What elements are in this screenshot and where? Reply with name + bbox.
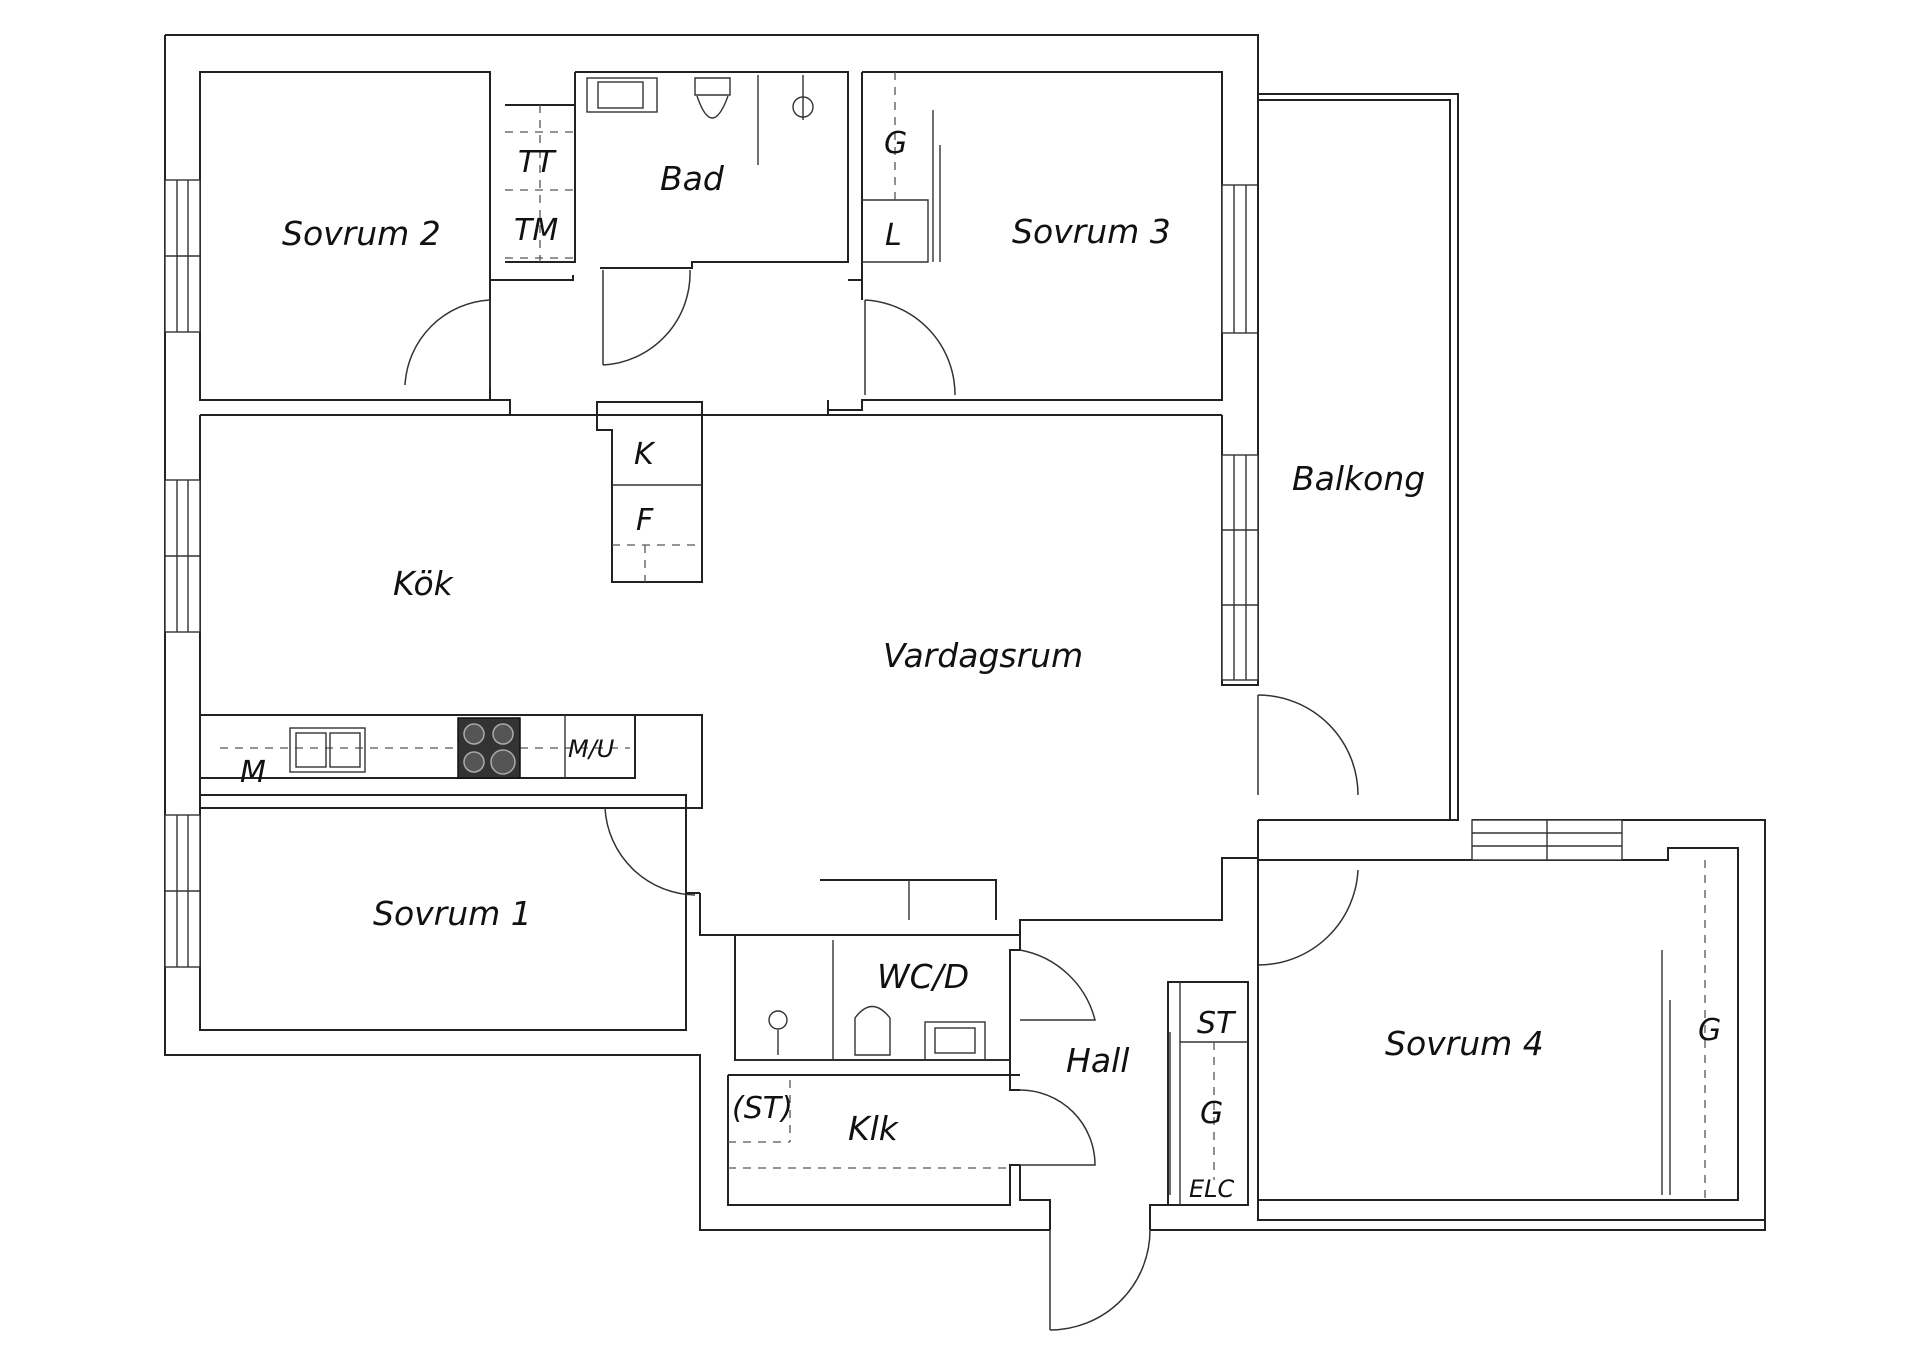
label-sovrum2: Sovrum 2 [282, 214, 441, 253]
label-st: ST [1197, 1006, 1237, 1041]
label-sovrum3: Sovrum 3 [1012, 212, 1171, 251]
sovrum4-area [1258, 819, 1739, 1201]
label-sovrum1: Sovrum 1 [373, 894, 532, 933]
vardagsrum-walls [827, 94, 1259, 686]
label-sovrum4: Sovrum 4 [1385, 1024, 1544, 1063]
label-bad: Bad [660, 159, 725, 198]
window-left-sovrum1 [164, 814, 201, 968]
window-left-upper [164, 179, 201, 333]
label-l: L [885, 218, 902, 253]
label-f: F [636, 503, 654, 538]
window-left-kitchen [164, 479, 201, 633]
corridor-walls [686, 879, 822, 894]
outer-walls [164, 34, 1766, 1231]
label-elc: ELC [1189, 1175, 1235, 1203]
hall-area [699, 820, 1765, 1331]
label-k: K [634, 437, 656, 472]
label-hall: Hall [1066, 1041, 1129, 1080]
label-st-paren: (ST) [732, 1091, 793, 1126]
sovrum2-area [404, 275, 574, 415]
balkong-area [1257, 93, 1459, 821]
bad-area [505, 71, 863, 366]
label-g-sovrum4: G [1698, 1013, 1721, 1048]
kitchen-island [596, 401, 703, 583]
label-m: M [240, 755, 266, 790]
kitchen-counter [200, 714, 703, 809]
label-g-hall: G [1200, 1096, 1223, 1131]
label-g-sovrum3: G [884, 126, 907, 161]
label-tt: TT [518, 145, 557, 180]
label-wcd: WC/D [877, 957, 969, 996]
label-kok: Kök [393, 564, 455, 603]
label-balkong: Balkong [1292, 459, 1425, 498]
label-mu: M/U [568, 735, 615, 763]
label-klk: Klk [848, 1109, 900, 1148]
label-vardagsrum: Vardagsrum [883, 636, 1083, 675]
label-tm: TM [514, 213, 558, 248]
sovrum1-area [200, 807, 696, 896]
